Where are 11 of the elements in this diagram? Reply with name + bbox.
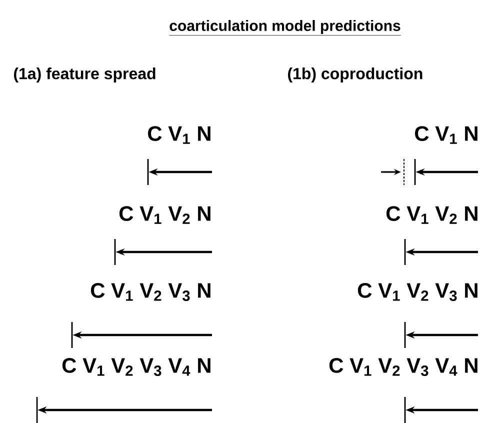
segment-sequence: C V$_{1}$ V$_{2}$ V$_{3}$ N [358, 283, 478, 301]
segment-sequence: C V$_{1}$ V$_{2}$ N [386, 206, 478, 224]
segment-sequence: C V$_{1}$ V$_{2}$ V$_{3}$ N [90, 283, 210, 301]
title: coarticulation model predictions [168, 20, 402, 36]
segment-sequence: C V$_{1}$ V$_{2}$ V$_{3}$ V$_{4}$ N [329, 358, 478, 376]
column-heading: (1a) feature spread [14, 68, 156, 82]
column-heading: (1b) coproduction [288, 68, 422, 82]
segment-sequence: C V$_{1}$ V$_{2}$ V$_{3}$ V$_{4}$ N [62, 358, 210, 376]
segment-sequence: C V$_{1}$ N [148, 126, 210, 144]
segment-sequence: C V$_{1}$ V$_{2}$ N [119, 206, 210, 224]
segment-sequence: C V$_{1}$ N [414, 126, 478, 144]
